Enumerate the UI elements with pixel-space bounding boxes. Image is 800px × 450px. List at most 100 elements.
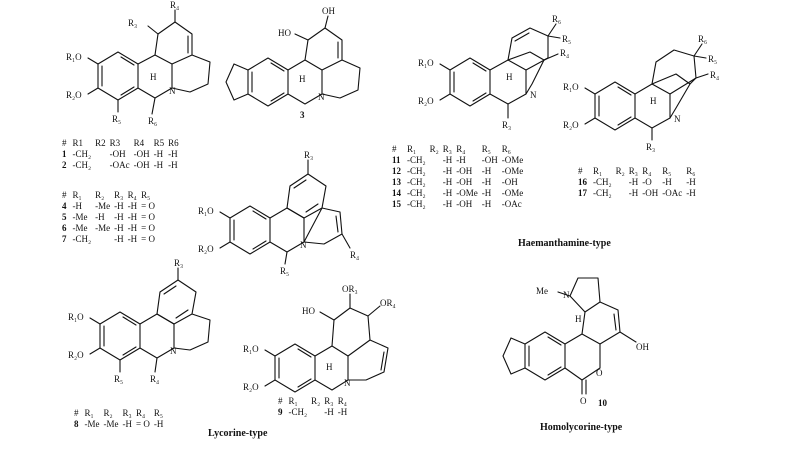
table-cell: -H — [628, 177, 639, 187]
s3-aromatic-bond — [270, 62, 285, 72]
table-cell — [430, 188, 443, 199]
table-cell — [430, 199, 443, 210]
table-header-cell: R₆ — [501, 144, 511, 154]
s9-benzene-ring — [274, 343, 316, 393]
s10-oh-bond — [619, 331, 637, 343]
table-cell — [311, 407, 324, 418]
s4-aromatic-bond — [335, 215, 339, 233]
table-header-cell: R₂ — [95, 190, 105, 200]
homolycorine-type-label: Homolycorine-type — [540, 422, 623, 433]
table-cell: = O — [141, 212, 155, 222]
s10-o-carbonyl-label: O — [580, 396, 587, 406]
table-cell — [430, 177, 443, 188]
table-cell: -OMe — [501, 188, 524, 198]
table-row: 7 -CH₂ -H -H = O — [62, 234, 159, 245]
s10-me-label: Me — [536, 286, 548, 296]
table-cell: -H — [153, 160, 164, 170]
table-row: 9 -CH₂ -H -H — [278, 407, 351, 418]
table-cell — [430, 166, 443, 177]
table-cell: -CH₂ — [407, 177, 426, 187]
compound-number: 6 — [62, 223, 67, 233]
s16-r1o-label: R₁O — [563, 82, 579, 92]
compound-number: 7 — [62, 234, 67, 244]
s4-r1o-label: R₁O — [198, 206, 214, 216]
table-header-cell: R5 — [153, 138, 165, 148]
compound-number: 5 — [62, 212, 67, 222]
s10-aromatic-bond — [547, 336, 562, 346]
table-cell: -OH — [481, 155, 498, 165]
table-cell: -H — [686, 188, 696, 198]
table-cell: -H — [456, 155, 466, 165]
table-cell: -H — [114, 201, 124, 211]
s1-h-label: H — [150, 72, 157, 82]
table-cell: -Me — [95, 223, 111, 233]
s9-or4-bond — [367, 305, 381, 317]
s16-r4-label: R₄ — [710, 70, 719, 80]
s8-aromatic-bond — [122, 346, 137, 356]
s9-n-label: N — [344, 378, 351, 388]
table-cell: -H — [481, 177, 492, 187]
substituent-table-1-2: # R1 R2 R3 R4 R5 R6 1 -CH₂ -OH -OH -H -H… — [62, 138, 183, 171]
table-header-cell: # — [62, 138, 67, 148]
table-row: 12 -CH₂ -H -OH -H -OMe — [392, 166, 527, 177]
compound-number: 12 — [392, 166, 401, 176]
table-cell: -H — [686, 177, 696, 187]
table-header-cell: R₅ — [153, 408, 163, 418]
table-cell — [95, 160, 110, 171]
s4-ring-c — [269, 207, 305, 253]
s16-o1-bond — [584, 87, 596, 95]
table-cell: -H — [127, 201, 138, 211]
s3-dioxole — [225, 63, 249, 101]
s11-double-bond — [514, 32, 530, 42]
s16-h-label: H — [650, 96, 657, 106]
table-header-cell: R₆ — [686, 166, 696, 176]
compound-number: 2 — [62, 160, 67, 170]
s11-ring-c — [489, 59, 527, 105]
s9-r1o-label: R₁O — [243, 344, 259, 354]
s9-ring-c — [314, 345, 349, 391]
s16-n-label: N — [674, 114, 681, 124]
s10-ring-top — [581, 301, 621, 345]
table-cell: -OH — [501, 177, 518, 187]
s4-r2o-label: R₂O — [198, 244, 214, 254]
table-cell: -H — [481, 166, 492, 176]
s11-o2-bond — [439, 93, 451, 101]
s4-pyrrole — [303, 207, 343, 245]
table-cell: -H — [95, 212, 105, 222]
s3-pyrrolidine — [321, 59, 361, 99]
table-header-cell: # — [278, 396, 283, 406]
compound-10-number: 10 — [598, 398, 607, 408]
table-header-row: # R₁ R₂ R₃ R₄ R₅ — [74, 408, 167, 419]
table-cell — [616, 188, 629, 199]
table-cell: -Me — [72, 212, 88, 222]
s11-r2o-label: R₂O — [418, 96, 434, 106]
s16-bridge-bond — [689, 77, 697, 85]
s16-r6-label: R₆ — [698, 34, 707, 44]
table-row: 17 -CH₂ -H -OH -OAc -H — [578, 188, 700, 199]
table-header-row: # R1 R2 R3 R4 R5 R6 — [62, 138, 183, 149]
table-header-cell: R₃ — [324, 396, 334, 406]
table-header-cell: R₃ — [114, 190, 124, 200]
table-row: 13 -CH₂ -H -OH -H -OH — [392, 177, 527, 188]
table-row: 14 -CH₂ -H -OMe -H -OMe — [392, 188, 527, 199]
table-cell — [95, 149, 110, 160]
s4-n-label: N — [300, 240, 307, 250]
s10-me-bond — [557, 291, 571, 297]
table-cell: -OAc — [662, 188, 683, 198]
table-row: 1 -CH₂ -OH -OH -H -H — [62, 149, 183, 160]
table-cell: -OMe — [501, 166, 524, 176]
s16-o2-bond — [584, 117, 596, 125]
s8-n-label: N — [170, 346, 177, 356]
s1-r1o-label: R₁O — [66, 52, 82, 62]
table-header-cell: R₃ — [442, 144, 452, 154]
table-cell: -H — [662, 177, 672, 187]
table-header-cell: R4 — [133, 138, 145, 148]
s4-aromatic-bond — [305, 203, 319, 213]
substituent-table-9: # R₁ R₂ R₃ R₄ 9 -CH₂ -H -H — [278, 396, 351, 418]
s3-ho-bond — [294, 33, 309, 41]
table-header-cell: R3 — [109, 138, 121, 148]
table-cell: -CH₂ — [593, 188, 612, 198]
table-cell: = O — [141, 234, 155, 244]
s3-oh-label: OH — [322, 6, 335, 16]
table-cell: -H — [153, 419, 164, 429]
